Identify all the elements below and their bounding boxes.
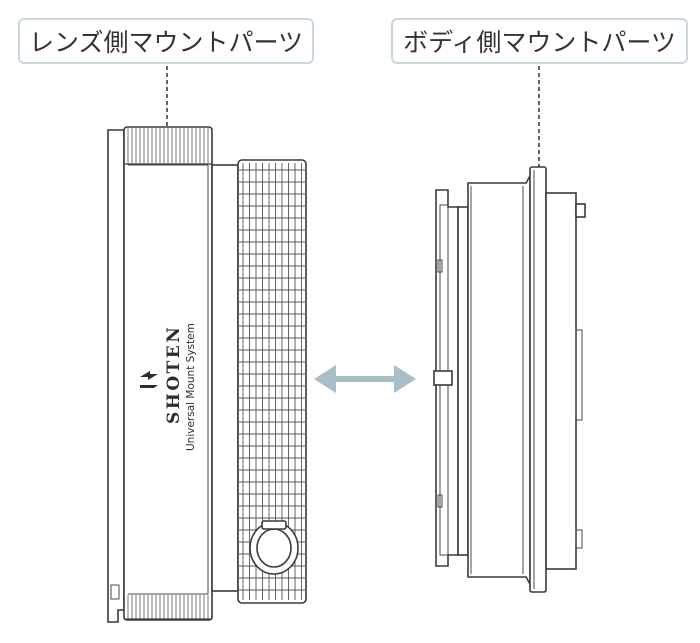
body-side-mount-label-text: ボディ側マウントパーツ bbox=[403, 28, 676, 57]
top-knurl-band bbox=[124, 128, 212, 165]
shoten-logo-icon bbox=[140, 371, 158, 388]
body-side-mount-part bbox=[433, 166, 586, 593]
lock-knob bbox=[249, 520, 299, 575]
lens-side-mount-label-text: レンズ側マウントパーツ bbox=[28, 28, 303, 57]
lens-side-mount-label: レンズ側マウントパーツ bbox=[18, 18, 314, 64]
body-side-mount-label: ボディ側マウントパーツ bbox=[391, 18, 688, 64]
knurled-lock-ring bbox=[237, 159, 307, 604]
lens-side-mount-part: SHOTEN Universal Mount System bbox=[107, 126, 307, 623]
bottom-knurl-band bbox=[124, 595, 212, 620]
brand-name: SHOTEN bbox=[164, 325, 184, 424]
double-arrow-icon bbox=[314, 365, 416, 393]
brand-tagline: Universal Mount System bbox=[185, 323, 197, 451]
